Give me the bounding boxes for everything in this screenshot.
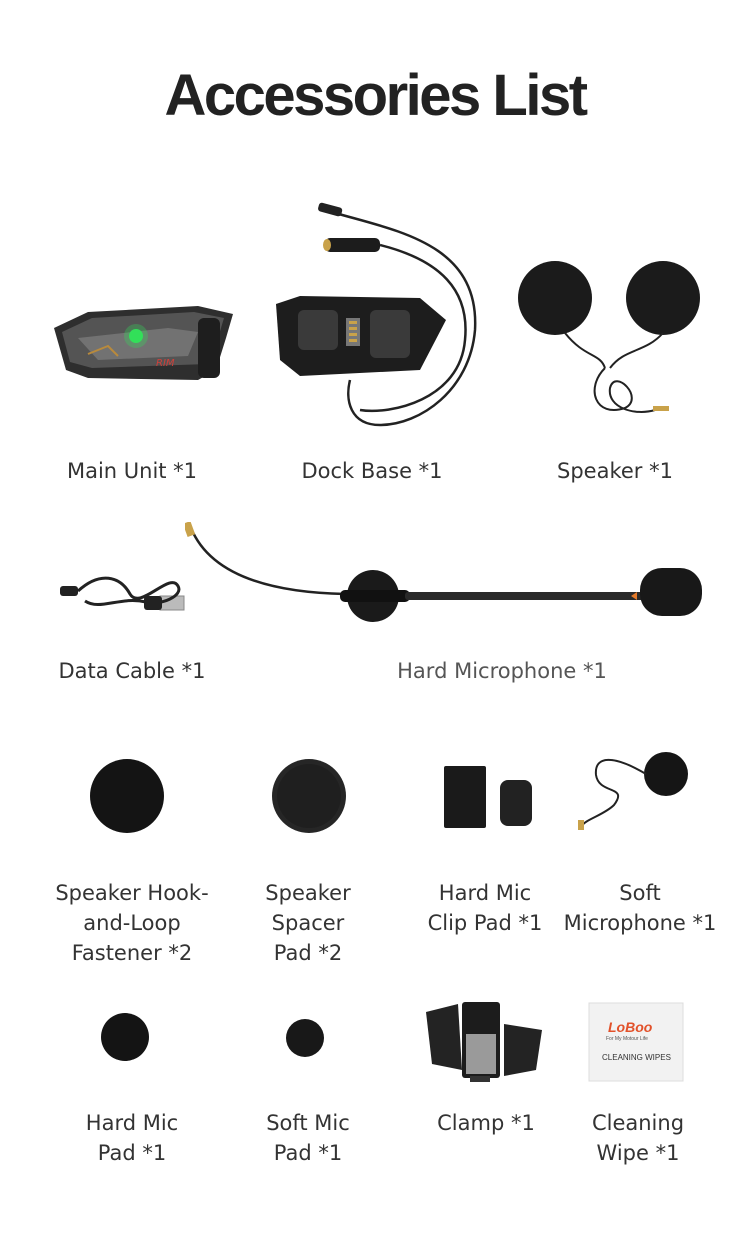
label-clamp: Clamp *1 (437, 1111, 535, 1135)
label-hard-mic-pad-line-2: Pad *1 (97, 1141, 167, 1165)
label-hard-mic-clip-pad-line-1: Hard Mic (438, 881, 532, 905)
label-cleaning-wipe-line-2: Wipe *1 (596, 1141, 680, 1165)
label-speaker-hook-loop-line-3: Fastener *2 (71, 941, 193, 965)
wipe-brand: LoBoo (608, 1019, 653, 1035)
label-hard-mic-clip-pad-line-2: Clip Pad *1 (427, 911, 543, 935)
label-soft-mic-pad: Soft Mic Pad *1 (218, 1108, 398, 1168)
speaker-image (515, 258, 705, 428)
label-speaker-spacer-pad-line-3: Pad *2 (273, 941, 343, 965)
label-speaker-spacer-pad-line-1: Speaker (265, 881, 351, 905)
data-cable-image (60, 566, 188, 622)
hard-microphone-image (185, 522, 707, 626)
speaker-hook-loop-image (89, 758, 165, 834)
label-hard-microphone: Hard Microphone *1 (397, 659, 607, 683)
label-hard-mic-clip-pad: Hard Mic Clip Pad *1 (400, 878, 570, 938)
label-cleaning-wipe: Cleaning Wipe *1 (556, 1108, 720, 1168)
label-soft-microphone: Soft Microphone *1 (556, 878, 724, 938)
wipe-tagline: For My Motour Life (606, 1036, 648, 1042)
label-soft-mic-pad-line-1: Soft Mic (266, 1111, 350, 1135)
label-soft-microphone-line-2: Microphone *1 (563, 911, 717, 935)
label-hard-mic-pad-line-1: Hard Mic (85, 1111, 179, 1135)
label-soft-mic-pad-line-2: Pad *1 (273, 1141, 343, 1165)
hard-mic-pad-image (100, 1012, 150, 1062)
dock-base-image (270, 200, 495, 432)
cleaning-wipe-image: LoBoo For My Motour Life CLEANING WIPES (588, 1002, 684, 1082)
label-speaker: Speaker *1 (557, 459, 673, 483)
label-soft-microphone-line-1: Soft (619, 881, 661, 905)
label-data-cable: Data Cable *1 (58, 659, 206, 683)
wipe-text: CLEANING WIPES (602, 1053, 671, 1062)
page-title: Accessories List (164, 63, 588, 128)
label-speaker-spacer-pad-line-2: Spacer (271, 911, 345, 935)
main-unit-image: RIM (48, 298, 240, 388)
label-cleaning-wipe-line-1: Cleaning (591, 1111, 685, 1135)
soft-microphone-image (574, 750, 692, 832)
label-speaker-hook-loop-line-2: and-Loop (83, 911, 181, 935)
soft-mic-pad-image (285, 1018, 325, 1058)
label-speaker-hook-loop-line-1: Speaker Hook- (55, 881, 209, 905)
label-main-unit: Main Unit *1 (66, 459, 198, 483)
label-hard-mic-pad: Hard Mic Pad *1 (22, 1108, 242, 1168)
label-speaker-spacer-pad: Speaker Spacer Pad *2 (218, 878, 398, 968)
main-unit-mark: RIM (156, 358, 175, 369)
hard-mic-clip-pad-image (444, 764, 536, 830)
label-speaker-hook-loop: Speaker Hook- and-Loop Fastener *2 (22, 878, 242, 968)
speaker-spacer-pad-image (271, 758, 347, 834)
clamp-image (418, 1000, 546, 1084)
label-dock-base: Dock Base *1 (301, 459, 443, 483)
